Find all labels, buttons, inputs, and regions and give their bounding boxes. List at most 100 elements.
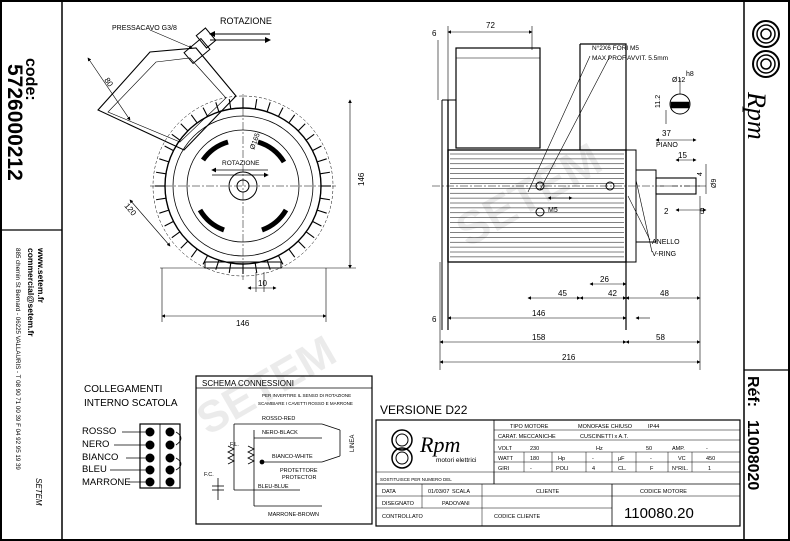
holes-note-line1: N°2X6 FORI M5 bbox=[592, 44, 639, 52]
cooling-fin bbox=[317, 209, 327, 214]
dim-11-2: 11.2 bbox=[655, 95, 662, 108]
giri-value: - bbox=[530, 466, 532, 472]
carat-label: CARAT. MECCANICHE bbox=[498, 434, 556, 440]
side-view bbox=[432, 43, 706, 330]
wiring-schematic bbox=[212, 423, 341, 507]
schema-bleu: BLEU-BLUE bbox=[258, 484, 289, 490]
volt-value: 230 bbox=[530, 446, 539, 452]
data-label: DATA bbox=[382, 489, 396, 495]
terminal-block bbox=[110, 423, 182, 489]
dim-80: 80 bbox=[102, 76, 115, 89]
cooling-fin bbox=[319, 171, 331, 175]
dim-4: 4 bbox=[697, 172, 704, 176]
watt-value: 180 bbox=[530, 456, 539, 462]
right-logo-text: Rpm bbox=[742, 91, 771, 140]
rotation-arrow bbox=[209, 31, 271, 178]
motor-code: 110080.20 bbox=[624, 505, 694, 522]
schema-note-2: SCAMBIARE I CAVETTI ROSSO E MARRONE bbox=[258, 401, 353, 406]
cooling-fin bbox=[305, 133, 315, 141]
collegamenti-subtitle: INTERNO SCATOLA bbox=[84, 398, 178, 409]
controllato-label: CONTROLLATO bbox=[382, 514, 423, 520]
cooling-fin bbox=[317, 158, 327, 163]
dim-42: 42 bbox=[608, 289, 617, 298]
cooling-fin bbox=[155, 197, 167, 201]
title-block-logo bbox=[391, 429, 413, 469]
code-label: code: bbox=[22, 58, 39, 101]
dim-48: 48 bbox=[660, 289, 669, 298]
pressacavo-label: PRESSACAVO G3/8 bbox=[112, 25, 177, 32]
dim-6-top: 6 bbox=[432, 29, 437, 38]
side-dimension-lines bbox=[437, 26, 707, 370]
holes-note-line2: MAX PROF.AVVIT. 5.5mm bbox=[592, 55, 668, 62]
nril-label: N°RIL. bbox=[672, 466, 689, 472]
cooling-fin bbox=[228, 98, 232, 110]
codice-cliente-label: CODICE CLIENTE bbox=[494, 514, 540, 520]
dim-146-horizontal: 146 bbox=[236, 319, 250, 328]
tipo-label: TIPO MOTORE bbox=[510, 424, 549, 430]
cooling-fin bbox=[190, 114, 198, 124]
dim-phi12: Ø12 bbox=[672, 77, 685, 84]
dim-58: 58 bbox=[656, 333, 665, 342]
cooling-fin bbox=[190, 248, 198, 258]
codice-motore-label: CODICE MOTORE bbox=[640, 489, 687, 495]
cl-label: CL. bbox=[618, 466, 627, 472]
disegnato-value: PADOVANI bbox=[442, 501, 470, 507]
schema-linea: LINEA bbox=[350, 435, 356, 452]
dim-216: 216 bbox=[562, 353, 576, 362]
cooling-fin bbox=[319, 197, 331, 201]
schema-note-1: PER INVERTIRE IL SENSO DI ROTAZIONE bbox=[262, 393, 351, 398]
data-value: 01/03/07 bbox=[428, 489, 449, 495]
dim-146-vertical: 146 bbox=[357, 172, 366, 186]
piano-label: PIANO bbox=[656, 142, 678, 149]
amp-value: - bbox=[706, 446, 708, 452]
carat-value: CUSCINETTI x A.T. bbox=[580, 434, 628, 440]
cooling-fin bbox=[164, 145, 174, 152]
website-link[interactable]: www.setem.fr bbox=[36, 247, 46, 304]
hz-label: Hz bbox=[596, 446, 603, 452]
wire-label-bianco: BIANCO bbox=[82, 452, 118, 463]
dim-phi9: Ø9 bbox=[711, 179, 718, 188]
dim-h8: h8 bbox=[686, 71, 694, 78]
schema-fl: F.L. bbox=[230, 442, 239, 448]
sostituisce-label: SOSTITUISCE PER NUMERO DEL bbox=[380, 477, 452, 482]
cooling-fin bbox=[288, 114, 296, 124]
cooling-fin bbox=[277, 107, 284, 117]
cooling-fin bbox=[266, 102, 271, 112]
dim-10: 10 bbox=[258, 279, 267, 288]
nril-value: 1 bbox=[708, 466, 711, 472]
cooling-fin bbox=[312, 145, 322, 152]
cooling-fin bbox=[180, 123, 189, 132]
anello-label: ANELLO bbox=[652, 239, 680, 246]
cooling-fin bbox=[297, 123, 306, 132]
email-link[interactable]: commercial@setem.fr bbox=[26, 248, 36, 337]
dim-120: 120 bbox=[122, 202, 138, 218]
cooling-fin bbox=[305, 231, 315, 239]
schema-marrone: MARRONE-BROWN bbox=[268, 512, 319, 518]
title-block-grid bbox=[375, 419, 741, 527]
ip-value: IP44 bbox=[648, 424, 659, 430]
address-text: 885 chemin St Bernard - 06225 VALLAURIS … bbox=[14, 248, 21, 470]
cooling-fin bbox=[171, 133, 181, 141]
code-value: 5726000212 bbox=[3, 64, 26, 181]
dim-146-side: 146 bbox=[532, 309, 546, 318]
rotation-label-top: ROTAZIONE bbox=[220, 16, 272, 26]
dim-26: 26 bbox=[600, 275, 609, 284]
hz-value: 50 bbox=[646, 446, 652, 452]
vring-label: V-RING bbox=[652, 251, 676, 258]
cooling-fin bbox=[254, 98, 258, 110]
schema-bianco: BIANCO-WHITE bbox=[272, 454, 313, 460]
cooling-fin bbox=[266, 260, 271, 270]
cooling-fin bbox=[159, 158, 169, 163]
cooling-fin bbox=[254, 262, 258, 274]
giri-label: GIRI bbox=[498, 466, 510, 472]
watt-label: WATT bbox=[498, 456, 514, 462]
cl-value: F bbox=[650, 466, 654, 472]
schema-nero: NERO-BLACK bbox=[262, 430, 298, 436]
cooling-fin bbox=[215, 102, 220, 112]
wire-label-marrone: MARRONE bbox=[82, 477, 131, 488]
poli-label: POLI bbox=[556, 466, 569, 472]
dim-158: 158 bbox=[532, 333, 546, 342]
dim-5: 5 bbox=[700, 207, 705, 216]
dim-15: 15 bbox=[678, 151, 687, 160]
